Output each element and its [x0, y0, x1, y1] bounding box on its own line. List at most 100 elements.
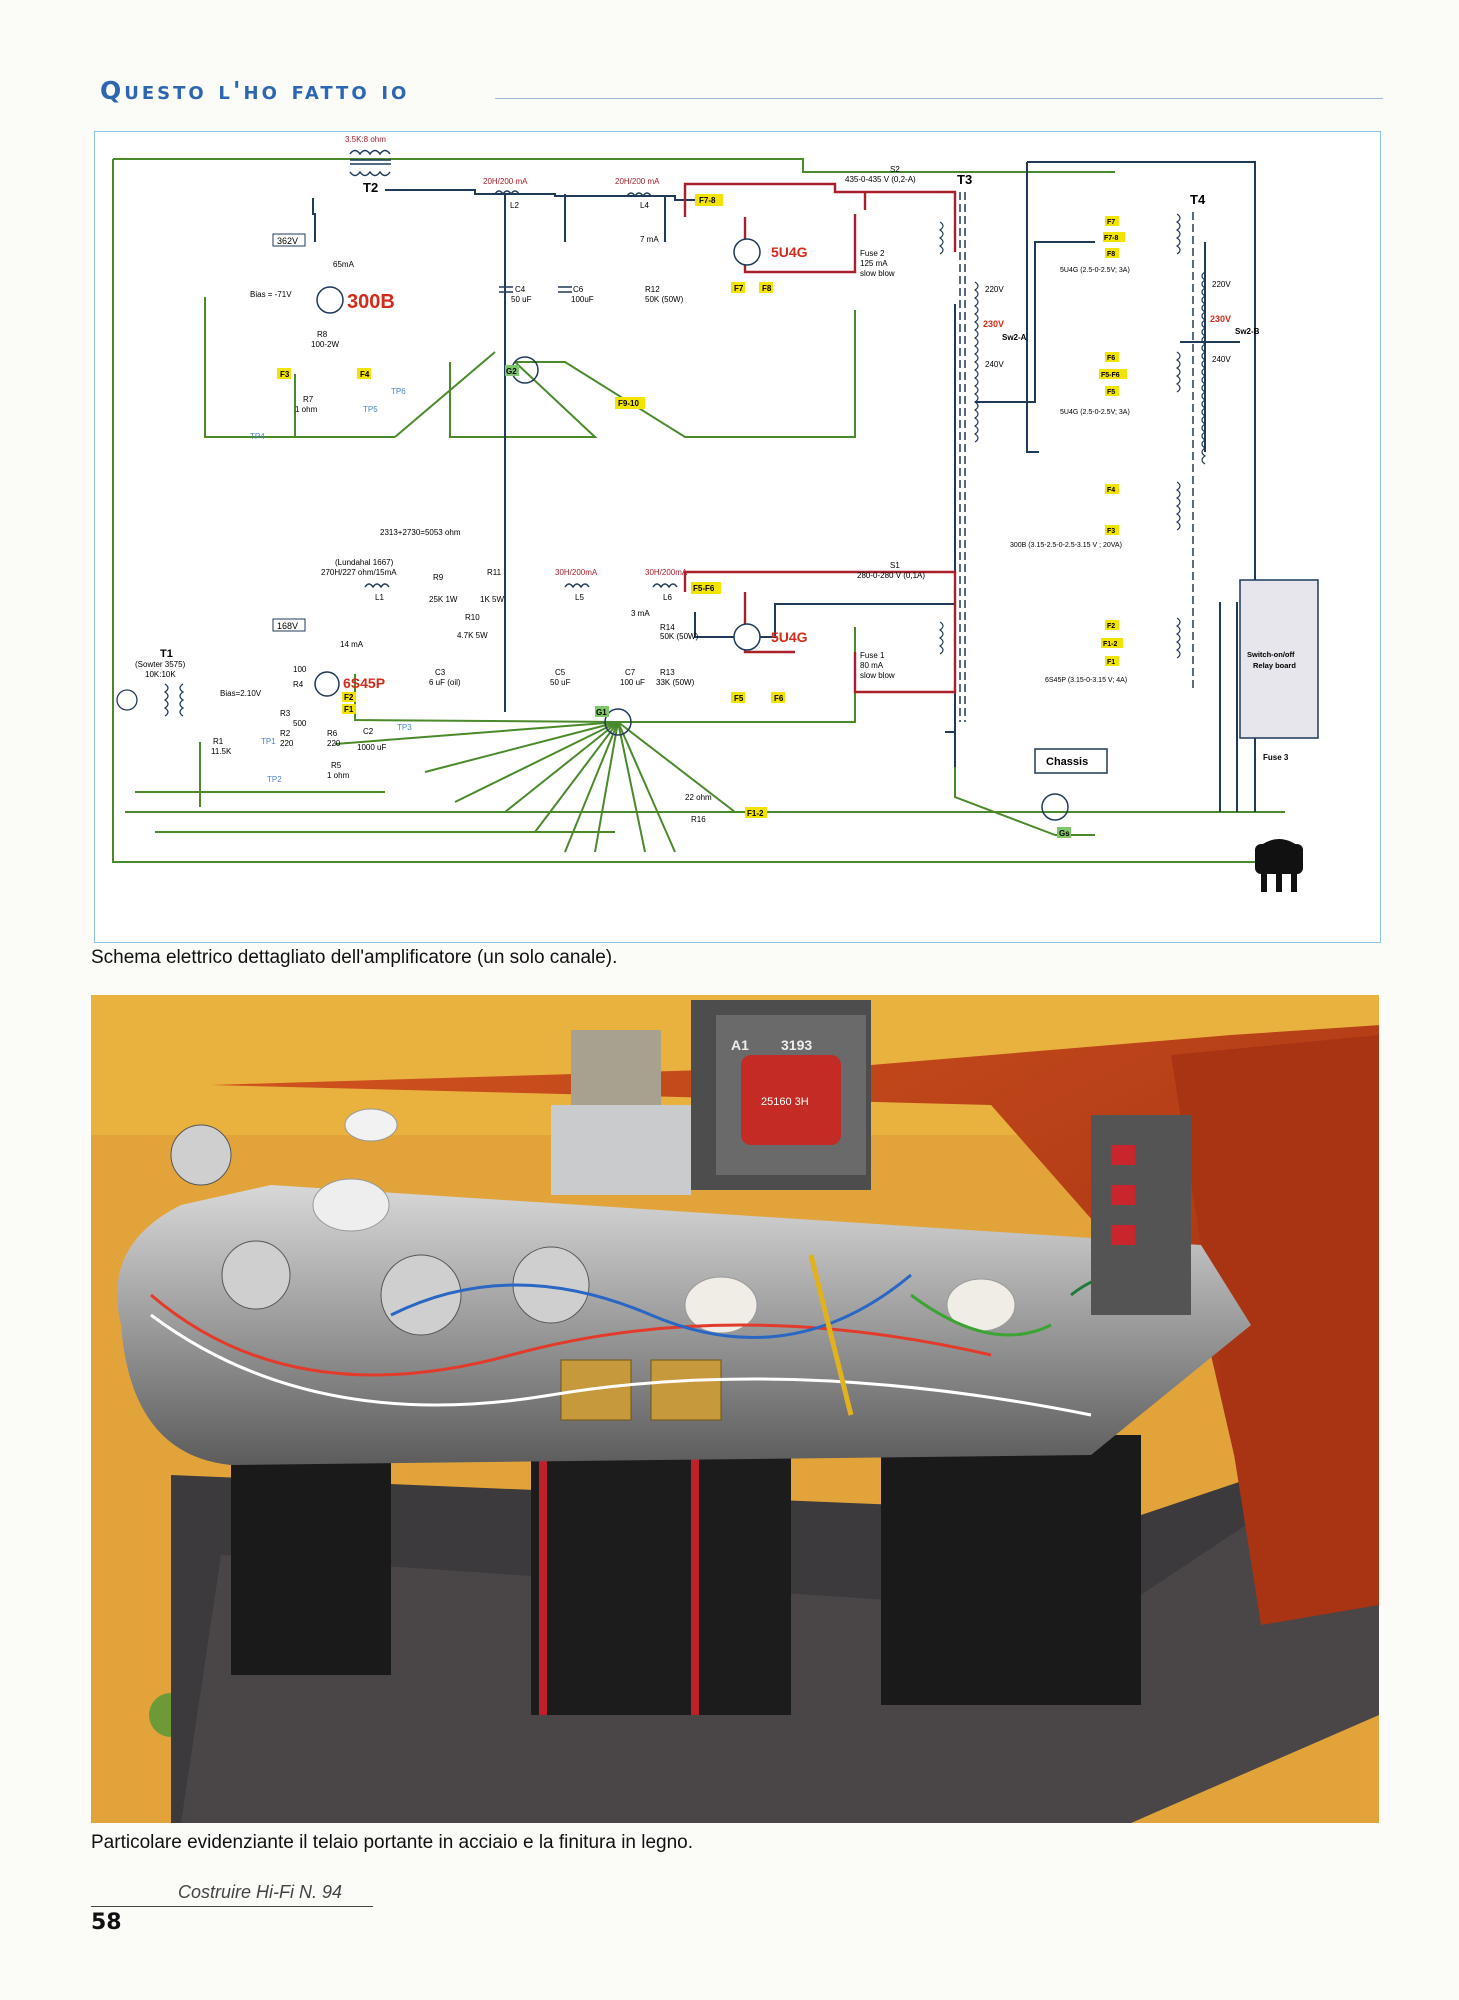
- schematic-figure: 3.5K:8 ohm T2 20H/200 mA L2 20H/200 mA L…: [94, 131, 1381, 943]
- r8-value: 100-2W: [311, 340, 339, 349]
- l5-label: 30H/200mA: [555, 568, 598, 577]
- t2-label: T2: [363, 180, 378, 195]
- f12-tag: [745, 807, 767, 818]
- heatsink: [551, 1105, 691, 1195]
- r12-label: R12: [645, 285, 660, 294]
- t1-label: T1: [160, 648, 173, 660]
- chassis-box: [1034, 748, 1108, 774]
- r8-label: R8: [317, 330, 328, 339]
- f910-label: F9-10: [618, 399, 639, 408]
- choke: [571, 1030, 661, 1110]
- transformer-code: 3193: [781, 1037, 812, 1053]
- l4-label: 20H/200 mA: [615, 177, 660, 186]
- r13-label: R13: [660, 668, 675, 677]
- r7-value: 1 ohm: [295, 405, 318, 414]
- svg-text:F3: F3: [1107, 528, 1115, 535]
- supply-wires: [312, 161, 1256, 812]
- g1-label: G1: [596, 708, 607, 717]
- current-7ma: 7 mA: [640, 235, 659, 244]
- rectifier-top-symbol: [733, 238, 761, 266]
- v362-label: 362V: [277, 236, 298, 246]
- f78-top-label: F7-8: [699, 196, 716, 205]
- svg-text:6S45P (3.15-0-3.15 V; 4A): 6S45P (3.15-0-3.15 V; 4A): [1045, 677, 1127, 684]
- tp2-label: TP2: [267, 775, 282, 784]
- transformer-mark: A1: [731, 1037, 749, 1053]
- c5-value: 50 uF: [550, 678, 571, 687]
- t4-secondaries: F7 F7-8 F8 5U4G (2.5-0-2.5V; 3A) F6 F5-F…: [938, 213, 1207, 684]
- v168-label: 168V: [277, 621, 298, 631]
- c7-value: 100 uF: [620, 678, 645, 687]
- r6-value: 220: [327, 739, 341, 748]
- gs-tag: [1057, 827, 1071, 838]
- c3-label: C3: [435, 668, 446, 677]
- f56-mid-tag: [691, 582, 721, 594]
- f5-tag: [731, 692, 745, 703]
- r3-value: 500: [293, 719, 307, 728]
- s1-value: 280-0-280 V (0,1A): [857, 571, 925, 580]
- f6-tag: [771, 692, 785, 703]
- r4-value: 100: [293, 665, 307, 674]
- t1-secondary: [179, 683, 185, 717]
- r16-label: R16: [691, 815, 706, 824]
- relay-sub: Relay board: [1253, 661, 1296, 670]
- f78-tag: [695, 194, 723, 206]
- svg-text:F5: F5: [1107, 389, 1115, 396]
- rectifier-mid-label: 5U4G: [771, 629, 808, 645]
- svg-text:F1: F1: [1107, 659, 1115, 666]
- page-header: Questo l'ho fatto io: [100, 76, 1385, 110]
- r6-label: R6: [327, 729, 338, 738]
- l6-label: 30H/200mA: [645, 568, 688, 577]
- t1-ratio: 10K:10K: [145, 670, 176, 679]
- page-number: 58: [91, 1910, 122, 1935]
- svg-text:F7-8: F7-8: [1104, 235, 1119, 242]
- svg-text:5U4G (2.5-0-2.5V; 3A): 5U4G (2.5-0-2.5V; 3A): [1060, 267, 1130, 274]
- op-transformer-label: 3.5K:8 ohm: [345, 135, 386, 144]
- v230-a: 230V: [983, 319, 1004, 329]
- choke-l6: [652, 583, 678, 589]
- c5-label: C5: [555, 668, 566, 677]
- svg-text:F2: F2: [1107, 623, 1115, 630]
- c6-label: C6: [573, 285, 584, 294]
- relay-title: Switch-on/off: [1247, 650, 1295, 659]
- capacitor-symbols-top: [499, 286, 572, 293]
- r9-label: R9: [433, 573, 444, 582]
- r5-value: 1 ohm: [327, 771, 350, 780]
- tp1-label: TP1: [261, 737, 276, 746]
- wooden-frame: [211, 1025, 1379, 1615]
- svg-text:F6: F6: [1107, 355, 1115, 362]
- ohm-sum: 2313+2730=5053 ohm: [380, 528, 461, 537]
- s2-value: 435-0-435 V (0,2-A): [845, 175, 916, 184]
- f2-tag: [342, 692, 356, 702]
- svg-text:F8: F8: [1107, 251, 1115, 258]
- rectifier-top-label: 5U4G: [771, 244, 808, 260]
- output-transformer-right: [881, 1435, 1141, 1705]
- choke-note: 25160 3H: [761, 1096, 809, 1108]
- r13-value: 33K (50W): [656, 678, 695, 687]
- c6-value: 100uF: [571, 295, 594, 304]
- f5-label: F5: [734, 694, 744, 703]
- r1-value: 11.5K: [211, 747, 232, 756]
- r11-value: 1K 5W: [480, 595, 504, 604]
- r5-label: R5: [331, 761, 342, 770]
- c7-label: C7: [625, 668, 636, 677]
- g2-tag: [505, 365, 519, 376]
- amplifier-photo-illustration: A1 3193 25160 3H: [91, 995, 1379, 1823]
- svg-text:F5-F6: F5-F6: [1101, 372, 1120, 379]
- fuse3-label: Fuse 3: [1263, 753, 1289, 762]
- r14-label: R14: [660, 623, 675, 632]
- f2-label: F2: [344, 693, 354, 702]
- wiring: [150, 1254, 1172, 1417]
- r3-label: R3: [280, 709, 291, 718]
- current-3ma: 3 mA: [631, 609, 650, 618]
- tp6-label: TP6: [391, 387, 406, 396]
- r10-value: 4.7K 5W: [457, 631, 488, 640]
- magazine-issue: Costruire Hi-Fi N. 94: [178, 1882, 343, 1902]
- tp4-label: TP4: [250, 432, 265, 441]
- f7-label: F7: [734, 284, 744, 293]
- current-14ma: 14 mA: [340, 640, 364, 649]
- t4-label: T4: [1190, 192, 1206, 207]
- l1-id: L1: [375, 593, 384, 602]
- section-title: Questo l'ho fatto io: [100, 76, 410, 105]
- l1-value: 270H/227 ohm/15mA: [321, 568, 397, 577]
- photo-caption: Particolare evidenziante il telaio porta…: [91, 1832, 694, 1853]
